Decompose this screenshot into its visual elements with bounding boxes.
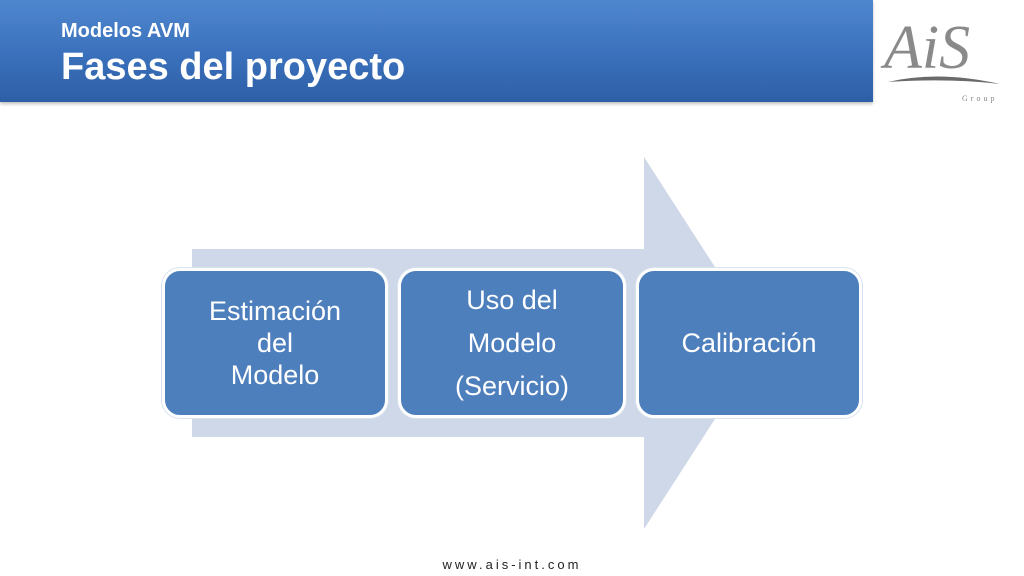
- phase-box-uso: Uso del Modelo (Servicio): [398, 268, 626, 418]
- phase-box-estimacion: Estimación del Modelo: [162, 268, 388, 418]
- header-band: Modelos AVM Fases del proyecto: [0, 0, 873, 102]
- phase-label-line: (Servicio): [454, 370, 569, 401]
- phase-label-line: Estimación: [208, 296, 342, 326]
- ais-group-logo: AiS Group: [880, 14, 1000, 103]
- phase-label-line: Uso del: [466, 284, 558, 315]
- footer-url: www.ais-int.com: [442, 557, 582, 572]
- phase-label-line: Modelo: [230, 360, 320, 390]
- logo-group-label: Group: [962, 94, 997, 103]
- phase-box-calibracion: Calibración: [636, 268, 862, 418]
- phase-label-line: Calibración: [681, 328, 817, 358]
- slide-title: Fases del proyecto: [61, 46, 406, 88]
- logo-letters: AiS: [880, 14, 970, 82]
- slide-subtitle: Modelos AVM: [61, 20, 190, 42]
- logo-swoosh: [888, 76, 1000, 84]
- phase-label-line: del: [256, 328, 294, 358]
- phase-label-line: Modelo: [467, 327, 557, 358]
